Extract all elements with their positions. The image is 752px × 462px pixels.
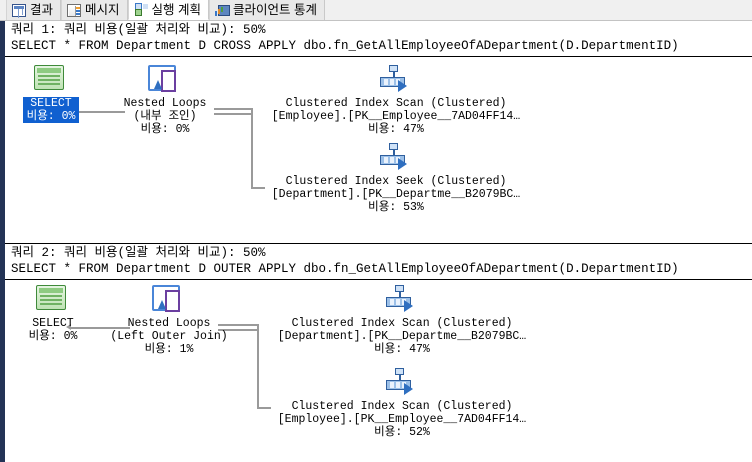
connector-join-branch-2 <box>218 324 258 326</box>
plan-node-clustered-index-scan-2-upper-line3: 비용: 47% <box>374 343 430 356</box>
tab-messages-label: 메시지 <box>85 3 120 17</box>
tab-messages[interactable]: 메시지 <box>61 0 128 20</box>
plan-node-nested-loops-2[interactable]: Nested Loops (Left Outer Join) 비용: 1% <box>109 285 229 356</box>
tab-results[interactable]: 결과 <box>6 0 62 20</box>
execution-plan-icon <box>134 3 148 16</box>
connector-join-branch-2b <box>218 329 258 331</box>
plan-node-select-1-line1: SELECT <box>30 97 72 110</box>
left-gutter-strip <box>0 21 5 462</box>
query-2-sql-text: SELECT * FROM Department D OUTER APPLY d… <box>5 261 752 280</box>
plan-node-nested-loops-1-line1: Nested Loops <box>123 97 207 110</box>
query-1-plan-canvas: SELECT 비용: 0% Nested Loops (내부 조인) 비용: 0… <box>5 57 752 242</box>
plan-node-select-2-line2: 비용: 0% <box>28 330 78 343</box>
plan-node-clustered-index-scan-1-line1: Clustered Index Scan (Clustered) <box>285 97 507 110</box>
plan-node-nested-loops-2-line1: Nested Loops <box>127 317 211 330</box>
query-2-cost-heading: 쿼리 2: 쿼리 비용(일괄 처리와 비교): 50% <box>11 246 266 260</box>
connector-to-lower-2 <box>257 407 271 409</box>
plan-node-nested-loops-2-line3: 비용: 1% <box>144 343 194 356</box>
arrowhead-into-select-2 <box>66 324 71 330</box>
clustered-index-scan-icon <box>385 368 419 398</box>
query-2-plan-canvas: SELECT 비용: 0% Nested Loops (Left Outer J… <box>5 280 752 460</box>
nested-loops-icon <box>148 65 182 95</box>
query-1-cost-heading: 쿼리 1: 쿼리 비용(일괄 처리와 비교): 50% <box>11 23 266 37</box>
plan-node-select-1-line2: 비용: 0% <box>26 110 76 123</box>
query-1-sql-text: SELECT * FROM Department D CROSS APPLY d… <box>5 38 752 57</box>
tab-client-statistics[interactable]: 클라이언트 통계 <box>209 0 325 20</box>
message-icon <box>67 3 82 17</box>
plan-node-clustered-index-scan-2-upper[interactable]: Clustered Index Scan (Clustered) [Depart… <box>267 285 537 356</box>
plan-node-clustered-index-seek-1-line3: 비용: 53% <box>368 201 424 214</box>
plan-node-clustered-index-scan-2-lower[interactable]: Clustered Index Scan (Clustered) [Employ… <box>267 368 537 439</box>
plan-node-nested-loops-1[interactable]: Nested Loops (내부 조인) 비용: 0% <box>109 65 221 136</box>
plan-node-nested-loops-1-line2: (내부 조인) <box>133 110 197 123</box>
select-result-icon <box>36 285 70 315</box>
connector-vertical-2 <box>257 324 259 408</box>
plan-node-clustered-index-scan-2-lower-line3: 비용: 52% <box>374 426 430 439</box>
tab-results-label: 결과 <box>30 3 54 17</box>
plan-node-nested-loops-2-line2: (Left Outer Join) <box>110 330 228 343</box>
connector-join-branch-1 <box>214 108 252 110</box>
connector-select-join-2 <box>70 327 130 329</box>
plan-node-select-1[interactable]: SELECT 비용: 0% <box>7 65 95 123</box>
tab-execution-plan-label: 실행 계획 <box>151 2 202 17</box>
plan-node-select-2-line1: SELECT <box>32 317 74 330</box>
connector-to-lower-1 <box>251 187 265 189</box>
connector-join-branch-1b <box>214 113 252 115</box>
plan-node-clustered-index-scan-1[interactable]: Clustered Index Scan (Clustered) [Employ… <box>261 65 531 136</box>
query-plan-pane-1: 쿼리 1: 쿼리 비용(일괄 처리와 비교): 50% SELECT * FRO… <box>5 21 752 243</box>
client-statistics-icon <box>215 4 231 17</box>
plan-node-nested-loops-1-line3: 비용: 0% <box>140 123 190 136</box>
plan-node-clustered-index-seek-1-line2: [Department].[PK__Departme__B2079BC… <box>271 188 521 201</box>
clustered-index-scan-icon <box>379 65 413 95</box>
plan-node-clustered-index-seek-1-line1: Clustered Index Seek (Clustered) <box>285 175 507 188</box>
nested-loops-icon <box>152 285 186 315</box>
plan-node-select-2[interactable]: SELECT 비용: 0% <box>7 285 99 343</box>
clustered-index-seek-icon <box>379 143 413 173</box>
plan-node-clustered-index-seek-1[interactable]: Clustered Index Seek (Clustered) [Depart… <box>261 143 531 214</box>
connector-select-join-1 <box>67 111 125 113</box>
plan-node-clustered-index-scan-2-upper-line2: [Department].[PK__Departme__B2079BC… <box>277 330 527 343</box>
plan-node-clustered-index-scan-1-line2: [Employee].[PK__Employee__7AD04FF14… <box>271 110 521 123</box>
plan-node-clustered-index-scan-2-lower-line2: [Employee].[PK__Employee__7AD04FF14… <box>277 413 527 426</box>
select-result-icon <box>34 65 68 95</box>
plan-node-clustered-index-scan-2-lower-line1: Clustered Index Scan (Clustered) <box>291 400 513 413</box>
results-tabstrip: 결과 메시지 실행 계획 클라이언트 통계 <box>0 0 752 21</box>
tab-client-statistics-label: 클라이언트 통계 <box>233 3 317 17</box>
query-plan-pane-2: 쿼리 2: 쿼리 비용(일괄 처리와 비교): 50% SELECT * FRO… <box>5 243 752 462</box>
tab-execution-plan[interactable]: 실행 계획 <box>127 0 210 20</box>
connector-vertical-1 <box>251 108 253 188</box>
plan-node-clustered-index-scan-1-line3: 비용: 47% <box>368 123 424 136</box>
plan-node-clustered-index-scan-2-upper-line1: Clustered Index Scan (Clustered) <box>291 317 513 330</box>
clustered-index-scan-icon <box>385 285 419 315</box>
grid-icon <box>12 3 26 17</box>
